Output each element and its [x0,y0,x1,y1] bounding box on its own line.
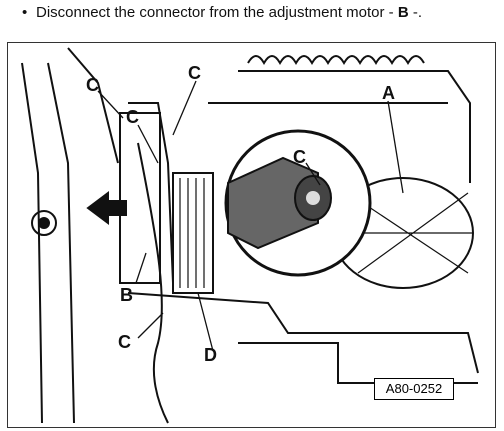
bullet: • [22,4,28,21]
technical-illustration: C C A C C B C D A80-0252 [7,42,496,428]
instruction-bold-letter: B [397,4,409,21]
callout-c-2: C [188,63,201,83]
callout-c-4: C [126,107,139,127]
callout-d: D [204,345,217,365]
callout-b: B [120,285,133,305]
callout-c-5: C [118,332,131,352]
illustration-drawing: C C A C C B C D [21,47,479,424]
callout-a: A [382,83,395,103]
instruction-text: Disconnect the connector from the adjust… [36,4,398,21]
callout-c-1: C [86,75,99,95]
instruction-suffix: -. [408,4,423,21]
instruction-line: • Disconnect the connector from the adjus… [22,4,422,21]
callout-c-3: C [293,147,306,167]
figure-id-label: A80-0252 [374,378,454,400]
